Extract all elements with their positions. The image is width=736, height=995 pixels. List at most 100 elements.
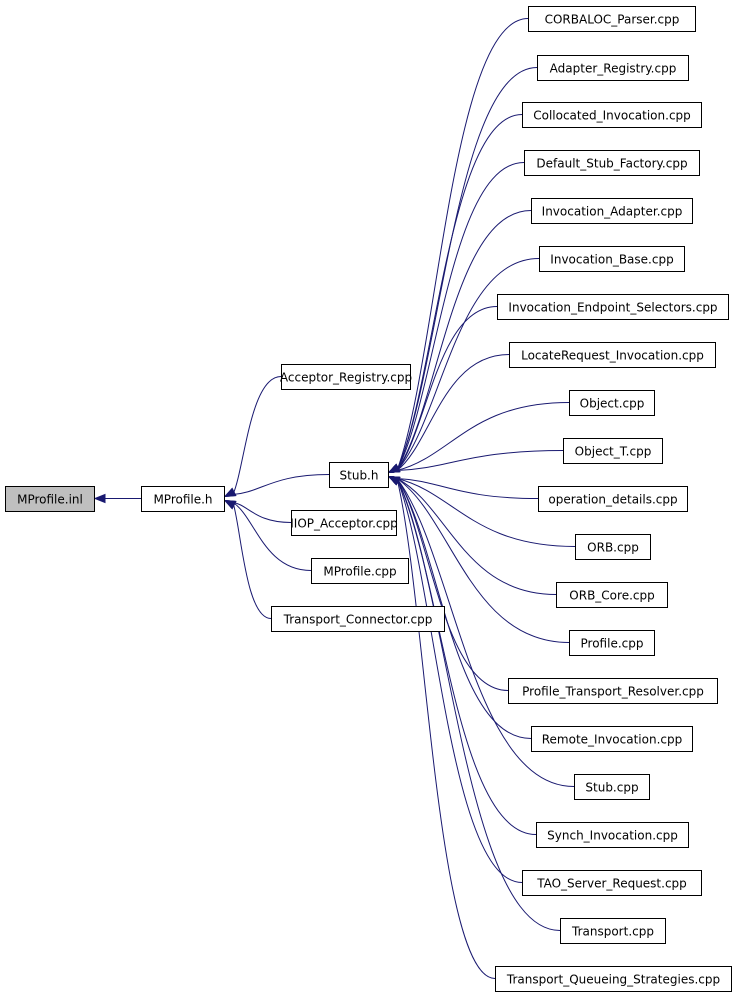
- node-n14[interactable]: LocateRequest_Invocation.cpp: [509, 342, 716, 368]
- node-label: Transport.cpp: [571, 925, 654, 939]
- edge-n4-to-n1: [232, 502, 292, 523]
- node-label: Invocation_Base.cpp: [550, 253, 673, 267]
- node-n13[interactable]: Invocation_Endpoint_Selectors.cpp: [497, 294, 729, 320]
- node-box: [522, 870, 702, 896]
- node-n22[interactable]: Remote_Invocation.cpp: [531, 726, 693, 752]
- edge-n23-to-n3: [396, 478, 575, 787]
- node-n25[interactable]: TAO_Server_Request.cpp: [522, 870, 702, 896]
- node-n17[interactable]: operation_details.cpp: [538, 486, 688, 512]
- edge-n25-to-n3: [396, 478, 523, 883]
- node-label: Object.cpp: [580, 397, 645, 411]
- node-n15[interactable]: Object.cpp: [569, 390, 655, 416]
- node-label: Profile.cpp: [581, 637, 644, 651]
- edge-n17-to-n3: [396, 478, 539, 499]
- edge-n11-to-n3: [396, 210, 532, 471]
- edge-n12-to-n3: [396, 258, 540, 471]
- node-label: Synch_Invocation.cpp: [547, 829, 678, 843]
- node-n8[interactable]: Adapter_Registry.cpp: [537, 55, 689, 81]
- arrowhead-n1-to-n0: [93, 493, 106, 504]
- edge-n6-to-n1: [232, 502, 272, 619]
- node-label: Stub.h: [340, 469, 379, 483]
- node-n10[interactable]: Default_Stub_Factory.cpp: [524, 150, 700, 176]
- node-n23[interactable]: Stub.cpp: [574, 774, 650, 800]
- node-label: TAO_Server_Request.cpp: [536, 877, 687, 891]
- arrowhead-n27-to-n3: [387, 475, 401, 486]
- edge-n7-to-n3: [396, 18, 529, 471]
- arrowhead-n16-to-n3: [387, 463, 401, 474]
- edge-n3-to-n1: [232, 474, 330, 495]
- node-box: [536, 822, 689, 848]
- node-box: [569, 390, 655, 416]
- node-label: ORB.cpp: [587, 541, 639, 555]
- node-box: [560, 918, 666, 944]
- edge-n26-to-n3: [396, 478, 561, 931]
- edge-n13-to-n3: [396, 306, 498, 471]
- node-n5[interactable]: MProfile.cpp: [311, 558, 409, 584]
- node-label: Acceptor_Registry.cpp: [280, 371, 412, 385]
- arrowhead-n6-to-n1: [223, 499, 237, 510]
- node-box: [574, 774, 650, 800]
- node-box: [531, 198, 693, 224]
- node-box: [531, 726, 693, 752]
- node-label: Profile_Transport_Resolver.cpp: [522, 685, 704, 699]
- node-box: [509, 342, 716, 368]
- node-label: Object_T.cpp: [575, 445, 652, 459]
- node-box: [271, 606, 445, 632]
- node-n18[interactable]: ORB.cpp: [575, 534, 651, 560]
- arrowhead-n3-to-n1: [223, 487, 237, 498]
- node-box: [5, 486, 95, 512]
- node-n6[interactable]: Transport_Connector.cpp: [271, 606, 445, 632]
- node-box: [281, 364, 411, 390]
- node-label: LocateRequest_Invocation.cpp: [521, 349, 704, 363]
- node-label: Remote_Invocation.cpp: [542, 733, 682, 747]
- node-box: [497, 294, 729, 320]
- node-n3[interactable]: Stub.h: [329, 462, 389, 488]
- node-n21[interactable]: Profile_Transport_Resolver.cpp: [508, 678, 718, 704]
- node-n2[interactable]: Acceptor_Registry.cpp: [280, 364, 412, 390]
- edge-n27-to-n3: [396, 478, 496, 979]
- node-n12[interactable]: Invocation_Base.cpp: [539, 246, 685, 272]
- node-box: [528, 6, 696, 32]
- node-n19[interactable]: ORB_Core.cpp: [556, 582, 668, 608]
- graph-edges: [93, 18, 576, 979]
- edge-n19-to-n3: [396, 478, 557, 595]
- node-label: Invocation_Endpoint_Selectors.cpp: [508, 301, 717, 315]
- edge-n14-to-n3: [396, 354, 510, 471]
- node-box: [291, 510, 397, 536]
- edge-n16-to-n3: [396, 450, 564, 471]
- node-n7[interactable]: CORBALOC_Parser.cpp: [528, 6, 696, 32]
- node-box: [575, 534, 651, 560]
- node-box: [563, 438, 663, 464]
- node-n24[interactable]: Synch_Invocation.cpp: [536, 822, 689, 848]
- node-n9[interactable]: Collocated_Invocation.cpp: [522, 102, 702, 128]
- edge-n2-to-n1: [232, 376, 282, 495]
- node-box: [508, 678, 718, 704]
- node-label: Collocated_Invocation.cpp: [533, 109, 691, 123]
- edge-n24-to-n3: [396, 478, 537, 835]
- node-box: [537, 55, 689, 81]
- node-n0[interactable]: MProfile.inl: [5, 486, 95, 512]
- node-label: Default_Stub_Factory.cpp: [536, 157, 687, 171]
- node-label: operation_details.cpp: [548, 493, 677, 507]
- node-n27[interactable]: Transport_Queueing_Strategies.cpp: [495, 966, 732, 992]
- node-box: [311, 558, 409, 584]
- node-n11[interactable]: Invocation_Adapter.cpp: [531, 198, 693, 224]
- node-n4[interactable]: IIOP_Acceptor.cpp: [290, 510, 398, 536]
- graph-nodes: MProfile.inl MProfile.h Acceptor_Registry.…: [5, 6, 732, 992]
- edge-n15-to-n3: [396, 402, 570, 471]
- node-n20[interactable]: Profile.cpp: [569, 630, 655, 656]
- edge-n21-to-n3: [396, 478, 509, 691]
- node-n26[interactable]: Transport.cpp: [560, 918, 666, 944]
- node-label: MProfile.inl: [17, 493, 83, 507]
- node-label: Stub.cpp: [585, 781, 638, 795]
- node-box: [569, 630, 655, 656]
- node-label: CORBALOC_Parser.cpp: [545, 13, 680, 27]
- edge-n10-to-n3: [396, 162, 525, 471]
- node-n1[interactable]: MProfile.h: [141, 486, 225, 512]
- edge-n9-to-n3: [396, 114, 523, 471]
- node-label: MProfile.h: [153, 493, 212, 507]
- edge-n18-to-n3: [396, 478, 576, 547]
- node-n16[interactable]: Object_T.cpp: [563, 438, 663, 464]
- node-label: Transport_Connector.cpp: [283, 613, 433, 627]
